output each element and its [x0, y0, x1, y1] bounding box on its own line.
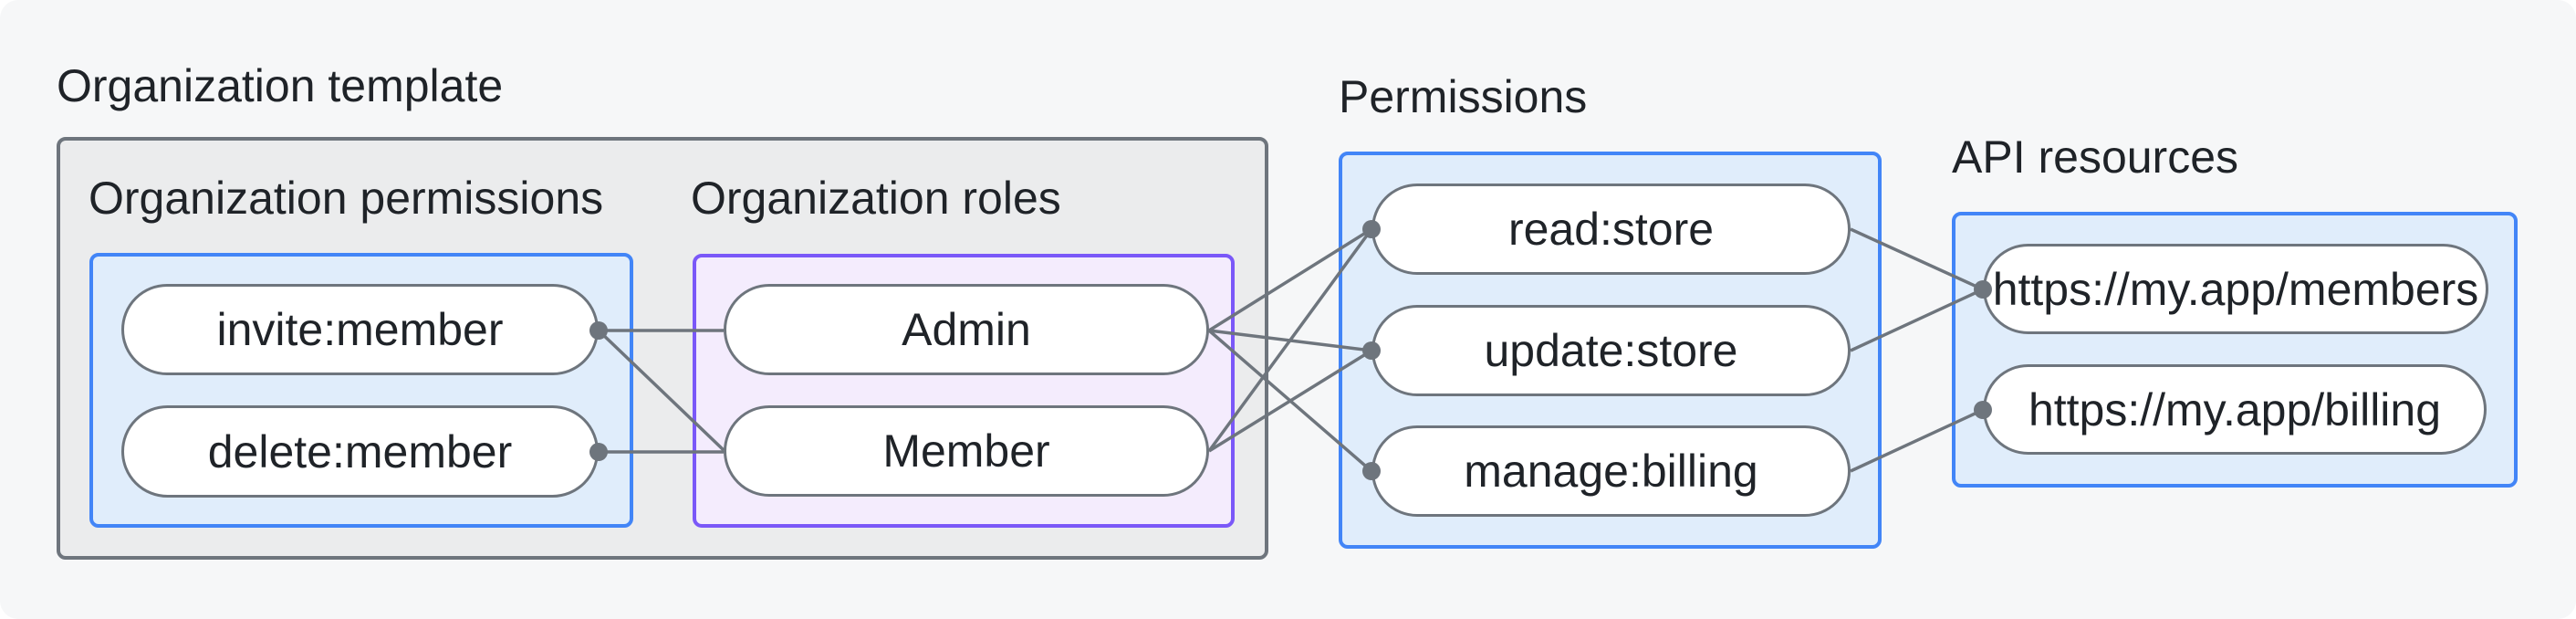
organization-roles-label: Organization roles — [691, 173, 1061, 224]
node-admin: Admin — [724, 284, 1209, 375]
node-api-members: https://my.app/members — [1983, 244, 2488, 334]
node-api-billing: https://my.app/billing — [1983, 364, 2487, 455]
node-delete-member: delete:member — [121, 405, 599, 498]
organization-template-label: Organization template — [57, 60, 504, 111]
node-invite-member: invite:member — [121, 284, 599, 375]
permissions-label: Permissions — [1339, 71, 1588, 122]
node-update-store: update:store — [1371, 305, 1851, 396]
node-manage-billing: manage:billing — [1371, 425, 1851, 517]
node-member: Member — [724, 405, 1209, 497]
organization-permissions-label: Organization permissions — [89, 173, 604, 224]
node-read-store: read:store — [1371, 184, 1851, 275]
api-resources-label: API resources — [1952, 131, 2239, 183]
